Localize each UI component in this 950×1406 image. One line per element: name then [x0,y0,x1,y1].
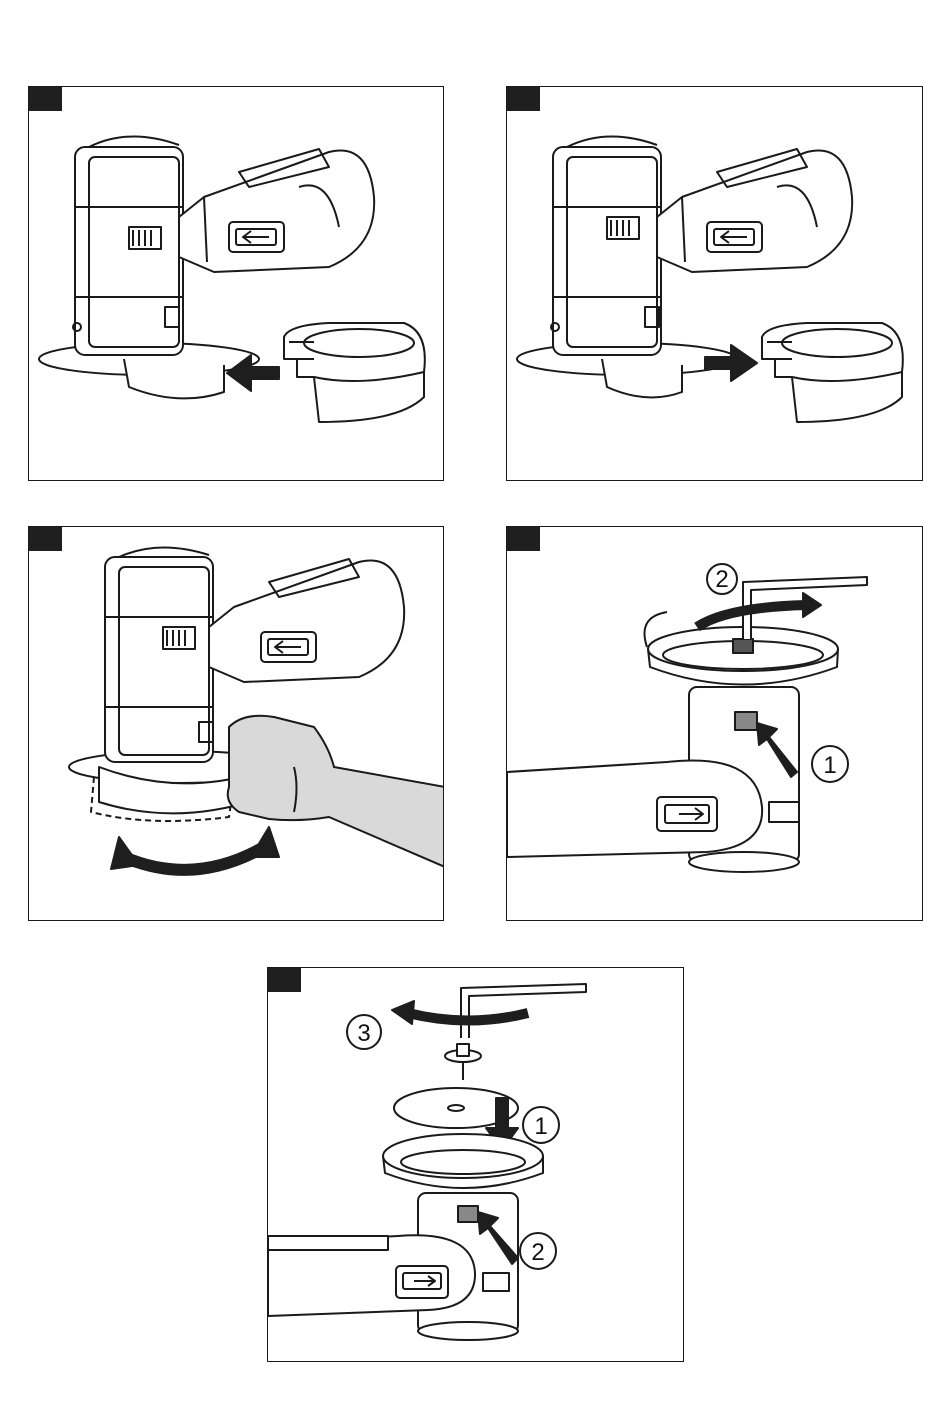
grinder-install-disc-drawing: 3 1 2 [268,968,684,1362]
grinder-remove-guard-drawing [507,87,923,481]
callout-3: 3 [357,1020,370,1047]
figure-panel-remove-disc: 2 1 [506,526,923,921]
callout-2: 2 [531,1239,544,1266]
figure-panel-remove-guard [506,86,923,481]
callout-2: 2 [715,566,728,593]
figure-panel-install-disc: 3 1 2 [267,967,684,1362]
figure-panel-attach-guard [28,86,444,481]
grinder-rotate-guard-drawing [29,527,444,921]
rotate-both-ways-icon [124,847,264,870]
grinder-attach-guard-drawing [29,87,444,481]
figure-panel-rotate-guard [28,526,444,921]
callout-1: 1 [823,752,836,779]
callout-1: 1 [534,1113,547,1140]
grinder-remove-disc-drawing: 2 1 [507,527,923,921]
